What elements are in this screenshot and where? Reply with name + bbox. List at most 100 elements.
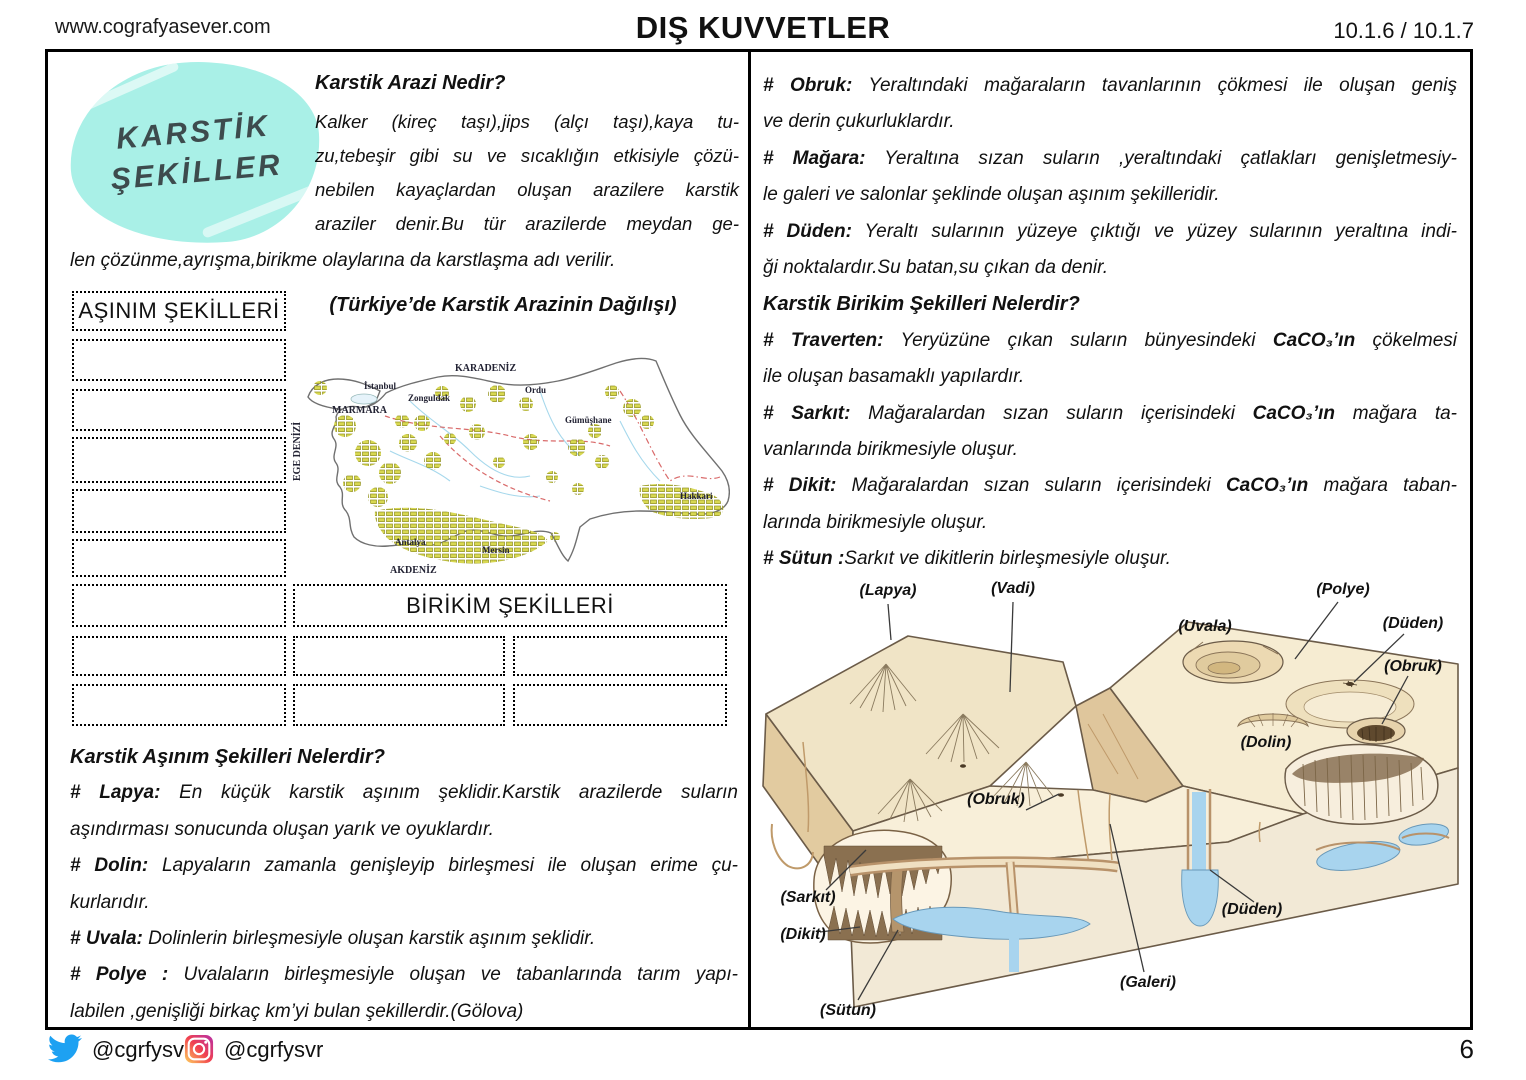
right-definitions: # Obruk: Yeraltındaki mağaraların tavanl… — [763, 68, 1457, 578]
definition-line: vanlarında birikmesiyle oluşur. — [763, 432, 1457, 468]
sea-label: EGE DENİZİ — [291, 422, 303, 481]
definition-line: ile oluşan basamaklı yapılardır. — [763, 359, 1457, 395]
definition-line: labilen ,genişliği birkaç km’yi bulan şe… — [70, 994, 738, 1030]
definition-line: # Mağara: Yeraltına sızan suların ,yeral… — [763, 141, 1457, 177]
definition-line: # Sarkıt: Mağaralardan sızan suların içe… — [763, 396, 1457, 432]
definition-text: Yeraltına sızan suların ,yeraltındaki ça… — [865, 147, 1458, 169]
birikim-header-box: BİRİKİM ŞEKİLLERİ — [293, 584, 727, 627]
definition-text: vanlarında birikmesiyle oluşur. — [763, 439, 1018, 461]
blank-answer-box — [72, 389, 286, 431]
map-caption: (Türkiye’de Karstik Arazinin Dağılışı) — [329, 294, 677, 316]
term: # Uvala: — [70, 928, 143, 950]
intro-line: Kalker (kireç taşı),jips (alçı taşı),kay… — [315, 111, 739, 132]
diagram-label-uvala: (Uvala) — [1178, 618, 1232, 635]
sea-label: KARADENİZ — [455, 362, 516, 374]
content-frame: KARSTİK ŞEKİLLER Karstik Arazi Nedir? Ka… — [45, 49, 1473, 1030]
right-cave — [1284, 743, 1439, 825]
badge-text: KARSTİK ŞEKİLLER — [63, 51, 328, 254]
definition-line: # Traverten: Yeryüzüne çıkan suların bün… — [763, 323, 1457, 359]
twitter-handle: @cgrfysvr — [92, 1037, 192, 1062]
definition-text: aşındırması sonucunda oluşan yarık ve oy… — [70, 818, 494, 840]
definition-text: kurlarıdır. — [70, 891, 150, 913]
asinim-definitions: Karstik Aşınım Şekilleri Nelerdir? # Lap… — [70, 739, 738, 1030]
intro-line: zu,tebeşir gibi su ve sıcaklığın etkisiy… — [315, 145, 739, 166]
website-url: www.cografyasever.com — [55, 16, 271, 38]
asinim-header-box: AŞINIM ŞEKİLLERİ — [72, 291, 286, 331]
definition-line: # Düden: Yeraltı sularının yüzeye çıktığ… — [763, 214, 1457, 250]
karstik-badge: KARSTİK ŞEKİLLER — [63, 53, 327, 253]
intro-heading: Karstik Arazi Nedir? — [315, 72, 506, 94]
definition-line: larında birikmesiyle oluşur. — [763, 505, 1457, 541]
page-title: DIŞ KUVVETLER — [635, 10, 891, 45]
blank-answer-box — [293, 684, 505, 726]
definition-text: Mağaralardan sızan suların içerisindeki — [850, 402, 1253, 424]
gallery-tubes — [849, 856, 1119, 937]
definition-line: # Lapya: En küçük karstik aşınım şeklidi… — [70, 775, 738, 811]
chemical-formula: CaCO₃’ın — [1225, 475, 1309, 497]
page-number: 6 — [1459, 1034, 1474, 1064]
diagram-label-dikit: (Dikit) — [780, 926, 826, 943]
diagram-label-vadi: (Vadi) — [991, 580, 1035, 597]
definition-text: le galeri ve salonlar şeklinde oluşan aş… — [763, 184, 1220, 206]
label-leader-lines — [819, 601, 1409, 1001]
definition-text: Yeraltı sularının yüzeye çıktığı ve yüze… — [851, 220, 1457, 242]
diagram-label-polye: (Polye) — [1316, 581, 1370, 598]
definition-text: En küçük karstik aşınım şeklidir.Karstik… — [160, 782, 738, 804]
definition-line: # Dolin: Lapyaların zamanla genişleyip b… — [70, 848, 738, 884]
duden-shaft-water — [1192, 792, 1206, 876]
blank-answer-box — [293, 636, 505, 676]
diagram-label-sarkit: (Sarkıt) — [780, 889, 836, 906]
blank-answer-box — [72, 437, 286, 483]
definition-text: ile oluşan basamaklı yapılardır. — [763, 366, 1025, 388]
definition-text: çökelmesi — [1355, 329, 1457, 351]
surface-holes — [960, 680, 1358, 797]
definition-text: mağara ta- — [1334, 402, 1457, 424]
definition-line: # Obruk: Yeraltındaki mağaraların tavanl… — [763, 68, 1457, 104]
left-column: KARSTİK ŞEKİLLER Karstik Arazi Nedir? Ka… — [48, 52, 748, 1027]
section-heading: Karstik Aşınım Şekilleri Nelerdir? — [70, 746, 385, 768]
term: # Dikit: — [763, 475, 837, 497]
definition-line: ği noktalardır.Su batan,su çıkan da deni… — [763, 250, 1457, 286]
uvala-feature — [1182, 640, 1284, 684]
definition-line: # Dikit: Mağaralardan sızan suların içer… — [763, 468, 1457, 504]
definition-line: # Sütun :Sarkıt ve dikitlerin birleşmesi… — [763, 541, 1457, 577]
definition-text: larında birikmesiyle oluşur. — [763, 511, 988, 533]
instagram-handle: @cgrfysvr — [224, 1037, 324, 1062]
diagram-label-duden2: (Düden) — [1221, 901, 1283, 918]
definition-line: # Uvala: Dolinlerin birleşmesiyle oluşan… — [70, 921, 738, 957]
term: # Lapya: — [70, 782, 161, 804]
definition-text: mağara taban- — [1308, 475, 1457, 497]
definition-text: Dolinlerin birleşmesiyle oluşan karstik … — [142, 928, 596, 950]
diagram-label-obruk: (Obruk) — [1384, 658, 1442, 675]
curriculum-codes: 10.1.6 / 10.1.7 — [1333, 18, 1474, 43]
definition-text: Yeraltındaki mağaraların tavanlarının çö… — [852, 75, 1457, 96]
diagram-label-galeri: (Galeri) — [1119, 974, 1177, 991]
chemical-formula: CaCO₃’ın — [1272, 329, 1356, 351]
term: # Traverten: — [763, 329, 884, 351]
blank-answer-box — [513, 684, 727, 726]
intro-line: nebilen kayaçlardan oluşan arazilere kar… — [315, 179, 739, 200]
intro-paragraph: Karstik Arazi Nedir? Kalker (kireç taşı)… — [315, 72, 739, 241]
definition-text: Mağaralardan sızan suların içerisindeki — [836, 475, 1226, 497]
intro-line: araziler denir.Bu tür arazilerde meydan … — [315, 213, 739, 234]
diagram-label-duden: (Düden) — [1382, 615, 1444, 632]
dolin-feature — [1237, 713, 1309, 728]
term: # Mağara: — [763, 147, 866, 169]
definition-line: kurlarıdır. — [70, 885, 738, 921]
definition-text: ve derin çukurluklardır. — [763, 111, 955, 133]
definition-text: Sarkıt ve dikitlerin birleşmesiyle oluşu… — [844, 548, 1171, 570]
blank-answer-box — [513, 636, 727, 676]
rivers — [389, 390, 661, 498]
intro-tail-line: len çözünme,ayrışma,birikme olaylarına d… — [70, 250, 616, 271]
term: # Dolin: — [70, 855, 149, 877]
turkey-map-svg: KARADENİZ İstanbul Zonguldak MARMARA Ord… — [291, 357, 731, 576]
karst-block-diagram: (Lapya) (Vadi) (Polye) (Uvala) (Düden) (… — [758, 574, 1468, 1029]
lapya-texture — [849, 663, 1054, 823]
underground-water — [892, 789, 1450, 972]
sea-label: AKDENİZ — [390, 564, 437, 576]
blank-answer-box — [72, 636, 286, 676]
blank-answer-box — [72, 584, 286, 627]
blank-answer-box — [72, 539, 286, 577]
blank-answer-box — [72, 684, 286, 726]
